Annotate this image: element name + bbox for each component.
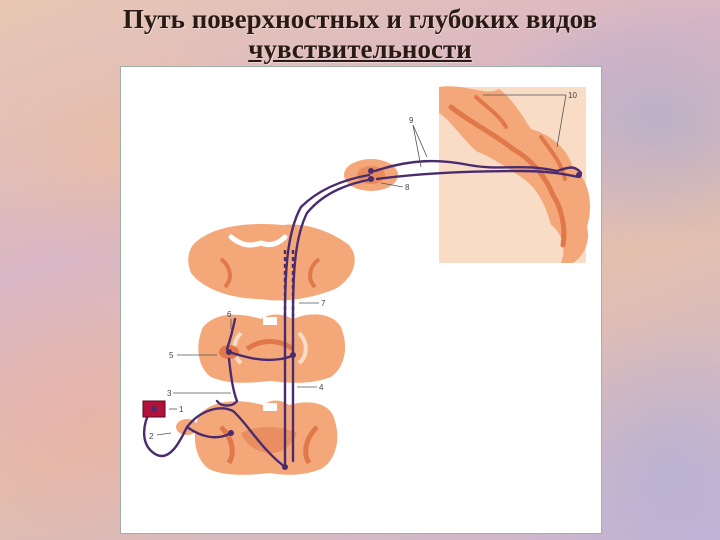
label-3: 3 [167, 389, 172, 398]
label-6: 6 [227, 310, 232, 319]
label-10: 10 [568, 91, 577, 100]
title-line-1: Путь поверхностных и глубоких видов [122, 4, 598, 34]
brainstem-section [188, 224, 355, 301]
sensory-pathway-fibers [143, 159, 583, 469]
label-1: 1 [179, 405, 184, 414]
leader-lines [156, 94, 567, 436]
sensory-pathway-diagram: 1 2 3 4 5 6 7 8 9 10 [142, 86, 591, 475]
neuron-nuclei [226, 168, 582, 470]
medial-lemniscus [283, 247, 295, 317]
slide-title: Путь поверхностных и глубоких видов чувс… [0, 4, 720, 64]
title-line-2: чувствительности [248, 34, 472, 64]
label-9: 9 [409, 116, 414, 125]
label-7: 7 [321, 299, 326, 308]
spinal-cord-section-lower [194, 400, 338, 475]
diagram-panel: 1 2 3 4 5 6 7 8 9 10 [120, 66, 602, 534]
label-5: 5 [169, 351, 174, 360]
label-4: 4 [319, 383, 324, 392]
spinal-cord-section-upper [198, 314, 346, 383]
label-2: 2 [149, 432, 154, 441]
label-8: 8 [405, 183, 410, 192]
